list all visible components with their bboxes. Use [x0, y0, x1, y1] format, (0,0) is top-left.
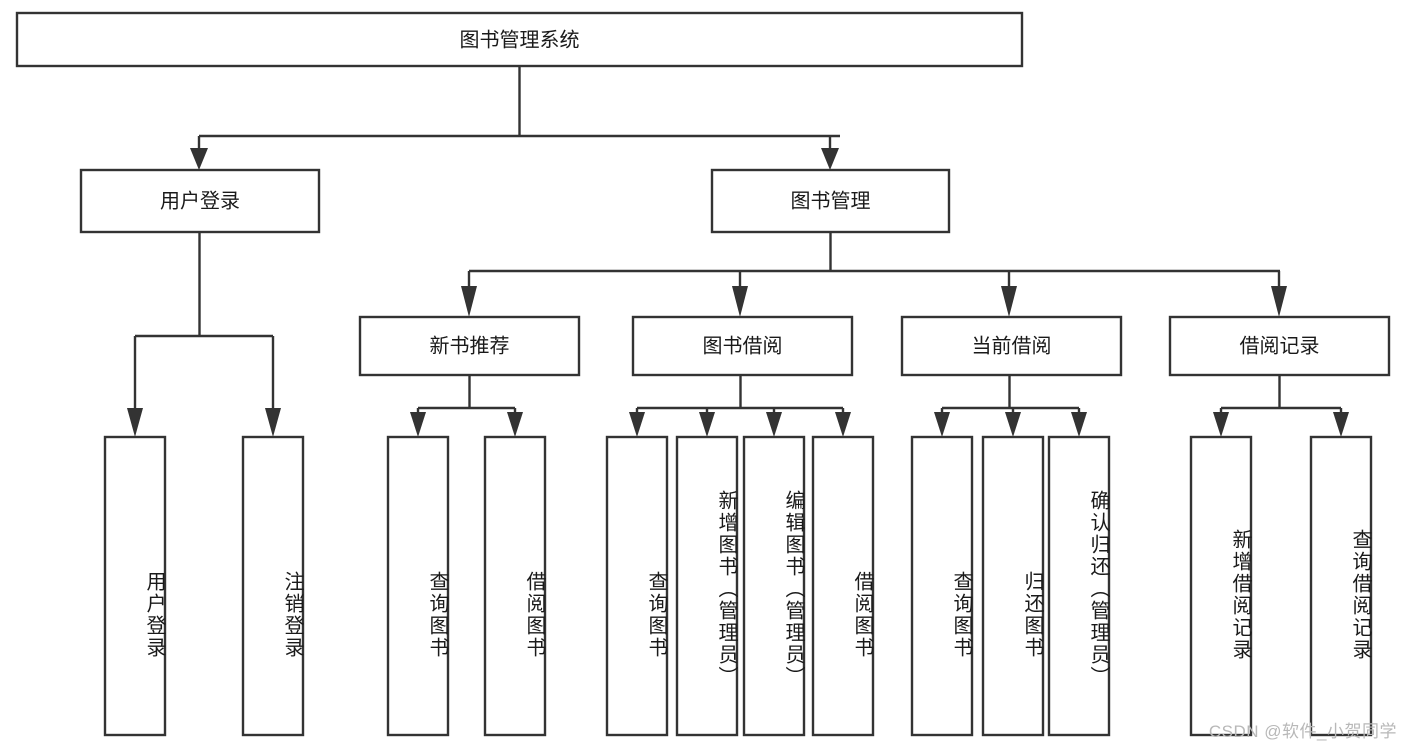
arrow-bookborrow-to-borrow [835, 412, 851, 437]
connector-group-bookmgmt [461, 232, 1287, 317]
node-root[interactable]: 图书管理系统 [15, 11, 1024, 68]
node-book-borrow[interactable]: 图书借阅 [631, 315, 854, 377]
node-root-label: 图书管理系统 [460, 28, 580, 51]
node-borrow-record[interactable]: 借阅记录 [1168, 315, 1391, 377]
node-current-borrow-label: 当前借阅 [972, 334, 1052, 357]
arrow-userlogin-to-login [127, 408, 143, 437]
arrow-userlogin-to-logout [265, 408, 281, 437]
node-book-borrow-box[interactable] [631, 315, 854, 377]
node-new-book-recommend-label: 新书推荐 [430, 334, 510, 357]
arrow-bookmgmt-to-borrow [732, 286, 748, 317]
leaf-box-edit-book-admin[interactable] [742, 435, 806, 737]
node-new-book-recommend[interactable]: 新书推荐 [358, 315, 581, 377]
node-user-login-box[interactable] [79, 168, 321, 234]
node-current-borrow[interactable]: 当前借阅 [900, 315, 1123, 377]
node-user-login-label: 用户登录 [160, 189, 240, 212]
leaf-box-borrow-book[interactable] [811, 435, 875, 737]
leaf-box-borrow-book-rec[interactable] [483, 435, 547, 737]
node-book-management-label: 图书管理 [791, 189, 871, 212]
connector-group-currentborrow [934, 375, 1087, 437]
arrow-bookborrow-to-edit [766, 412, 782, 437]
connector-group-borrowrecord [1213, 375, 1349, 437]
leaf-box-query-book-rec[interactable] [386, 435, 450, 737]
leaf-box-query-book-current[interactable] [910, 435, 974, 737]
node-new-book-recommend-box[interactable] [358, 315, 581, 377]
arrow-borrowrecord-to-add [1213, 412, 1229, 437]
arrow-currentborrow-to-return [1005, 412, 1021, 437]
arrow-borrowrecord-to-query [1333, 412, 1349, 437]
leaf-box-query-book-borrow[interactable] [605, 435, 669, 737]
arrow-currentborrow-to-query [934, 412, 950, 437]
leaf-box-return-book[interactable] [981, 435, 1045, 737]
watermark-text: CSDN @软件_小贺同学 [1208, 722, 1397, 741]
leaf-box-logout[interactable] [241, 435, 305, 737]
leaf-box-confirm-return-admin[interactable] [1047, 435, 1111, 737]
connector-group-userlogin [127, 232, 281, 437]
leaf-box-add-book-admin[interactable] [675, 435, 739, 737]
arrow-newbook-to-borrow [507, 412, 523, 437]
leaf-boxes [103, 435, 1373, 737]
leaf-box-add-borrow-record[interactable] [1189, 435, 1253, 737]
node-book-management-box[interactable] [710, 168, 951, 234]
node-book-management[interactable]: 图书管理 [710, 168, 951, 234]
arrow-currentborrow-to-confirm [1071, 412, 1087, 437]
node-book-borrow-label: 图书借阅 [703, 334, 783, 357]
arrow-newbook-to-query [410, 412, 426, 437]
node-root-box[interactable] [15, 11, 1024, 68]
arrow-bookmgmt-to-record [1271, 286, 1287, 317]
leaf-box-user-login[interactable] [103, 435, 167, 737]
connector-group-root [190, 66, 840, 170]
node-borrow-record-box[interactable] [1168, 315, 1391, 377]
connector-group-bookborrow [629, 375, 851, 437]
connector-group-newbook [410, 375, 523, 437]
node-current-borrow-box[interactable] [900, 315, 1123, 377]
arrow-root-to-user [190, 148, 208, 170]
arrow-bookmgmt-to-current [1001, 286, 1017, 317]
arrow-bookmgmt-to-new [461, 286, 477, 317]
node-user-login[interactable]: 用户登录 [79, 168, 321, 234]
leaf-box-query-borrow-record[interactable] [1309, 435, 1373, 737]
arrow-bookborrow-to-query [629, 412, 645, 437]
node-borrow-record-label: 借阅记录 [1240, 334, 1320, 357]
arrow-root-to-book [821, 148, 839, 170]
arrow-bookborrow-to-add [699, 412, 715, 437]
